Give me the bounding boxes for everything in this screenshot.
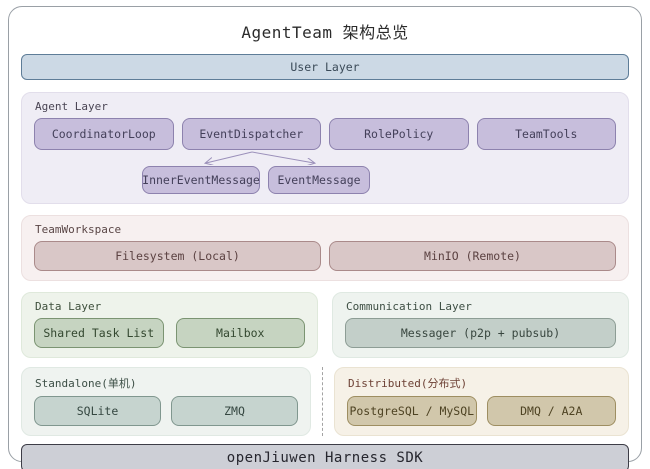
node-teamtools: TeamTools — [476, 118, 616, 150]
node-postgresql-mysql: PostgreSQL / MySQL — [347, 396, 477, 426]
distributed-label: Distributed(分布式) — [348, 377, 468, 390]
standalone-label: Standalone(单机) — [35, 377, 137, 390]
node-coordinatorloop: CoordinatorLoop — [34, 118, 174, 150]
data-layer-group: Data Layer Shared Task List Mailbox — [21, 292, 318, 358]
dispatch-arrows-icon — [34, 151, 620, 165]
standalone-distributed-divider — [322, 367, 323, 436]
diagram-frame: AgentTeam 架构总览 User Layer Agent Layer Co… — [8, 6, 642, 469]
node-minio-remote: MinIO (Remote) — [329, 241, 616, 271]
distributed-group: Distributed(分布式) PostgreSQL / MySQL DMQ … — [334, 367, 629, 436]
node-mailbox: Mailbox — [175, 318, 305, 348]
node-eventmessage: EventMessage — [268, 166, 370, 194]
standalone-group: Standalone(单机) SQLite ZMQ — [21, 367, 311, 436]
communication-layer-label: Communication Layer — [346, 300, 472, 313]
node-rolepolicy: RolePolicy — [329, 118, 469, 150]
team-workspace-group: TeamWorkspace Filesystem (Local) MinIO (… — [21, 215, 629, 281]
node-filesystem-local: Filesystem (Local) — [34, 241, 321, 271]
communication-layer-group: Communication Layer Messager (p2p + pubs… — [332, 292, 629, 358]
node-eventdispatcher: EventDispatcher — [181, 118, 321, 150]
agent-layer-label: Agent Layer — [35, 100, 108, 113]
data-layer-label: Data Layer — [35, 300, 102, 313]
node-dmq-a2a: DMQ / A2A — [486, 396, 616, 426]
node-harness-sdk: openJiuwen Harness SDK — [21, 444, 629, 469]
node-zmq: ZMQ — [171, 396, 298, 426]
node-messager: Messager (p2p + pubsub) — [345, 318, 616, 348]
agent-layer-group: Agent Layer CoordinatorLoop EventDispatc… — [21, 92, 629, 204]
diagram-title: AgentTeam 架构总览 — [241, 23, 409, 42]
node-user-layer: User Layer — [21, 54, 629, 80]
node-shared-task-list: Shared Task List — [34, 318, 164, 348]
node-sqlite: SQLite — [34, 396, 161, 426]
team-workspace-label: TeamWorkspace — [35, 223, 122, 236]
node-innereventmessage: InnerEventMessage — [142, 166, 260, 194]
